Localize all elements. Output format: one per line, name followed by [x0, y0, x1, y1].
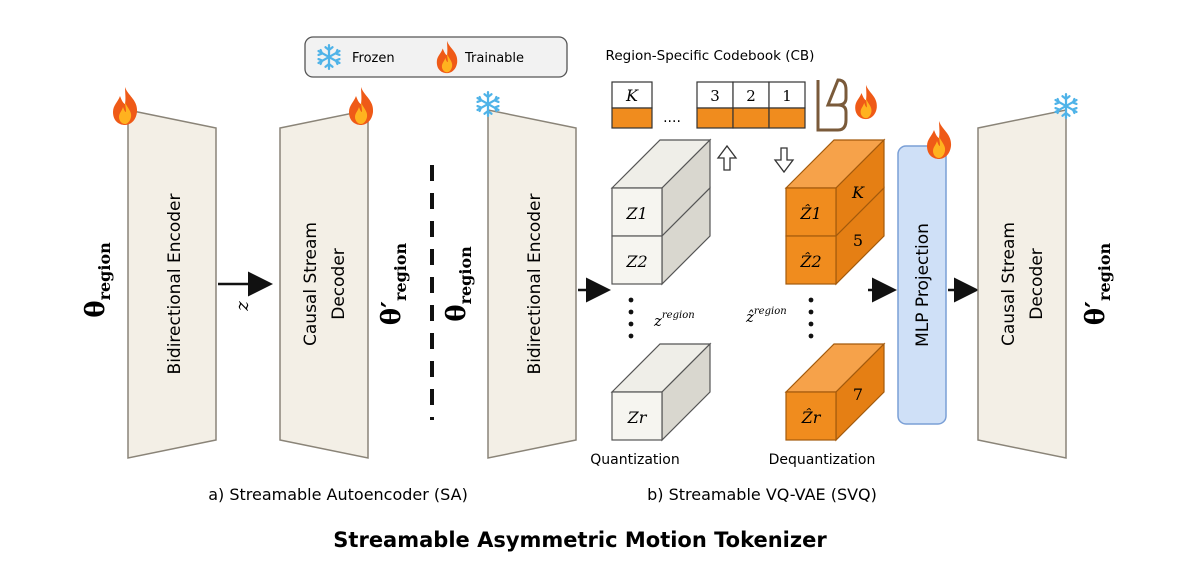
dequant-cube-1	[785, 187, 837, 237]
codebook-label-3: 3	[710, 87, 720, 105]
svq-decoder-label-line1: Causal Stream	[999, 222, 1019, 346]
quant-cube-r-label: Zr	[627, 408, 648, 427]
legend: Frozen Trainable	[304, 36, 568, 78]
streamable-vq-vae: θregion Bidirectional Encoder Region-Spe…	[442, 48, 1114, 504]
mlp-fire-icon	[927, 121, 952, 159]
codebook: K .... 3 2 1	[611, 78, 877, 132]
dequant-index-r: 7	[853, 385, 863, 404]
quant-cube-2-label: Z2	[625, 252, 647, 271]
quant-cube-r	[611, 391, 663, 441]
codebook-label-1: 1	[782, 87, 792, 105]
dequant-cube-2-label: Ẑ2	[799, 251, 821, 271]
decoder-fire-icon	[349, 87, 374, 125]
codebook-cell-k	[611, 81, 653, 109]
dequant-index-1: K	[851, 183, 865, 202]
latent-z-label: z	[232, 301, 253, 312]
codebook-fire-icon	[855, 84, 877, 120]
codebook-ellipsis: ....	[663, 110, 681, 126]
mlp-projection-label: MLP Projection	[913, 223, 933, 347]
streamable-autoencoder: θregion Bidirectional Encoder z Causal S…	[81, 87, 468, 504]
svq-input-theta-label: θregion	[442, 246, 475, 322]
dequant-index-2: 5	[853, 231, 863, 250]
codebook-label-k: K	[625, 86, 639, 105]
decoder-label-line2: Decoder	[329, 248, 349, 320]
decoder-label-line1: Causal Stream	[301, 222, 321, 346]
codebook-label-2: 2	[746, 87, 756, 105]
bidirectional-encoder-block	[127, 109, 217, 459]
encoder-fire-icon	[113, 87, 138, 125]
dequantization-stack: Ẑ1 K Ẑ2 5 ẑregion Ẑr 7 Dequantization	[745, 138, 886, 468]
dequantization-label: Dequantization	[769, 452, 876, 468]
dequant-cube-r-label: Ẑr	[801, 407, 822, 427]
z-region-label: zregion	[653, 310, 695, 330]
codebook-b-icon	[816, 78, 848, 132]
dequant-cube-1-label: Ẑ1	[799, 203, 821, 223]
dequant-cube-r	[785, 391, 837, 441]
legend-box	[304, 36, 568, 78]
svq-output-theta-prime-label: θ′region	[1081, 242, 1114, 325]
causal-stream-decoder-block	[279, 109, 369, 459]
quantization-stack: Z1 Z2 zregion Zr Quantization	[590, 138, 712, 468]
diagram-title: Streamable Asymmetric Motion Tokenizer	[333, 528, 827, 552]
dequant-cube-2	[785, 235, 837, 285]
svq-causal-stream-decoder-block	[977, 109, 1067, 459]
output-theta-prime-label: θ′region	[377, 242, 410, 325]
mlp-projection-block	[897, 145, 947, 425]
quant-cube-2	[611, 235, 663, 285]
zhat-region-label: ẑregion	[745, 306, 787, 326]
bidirectional-encoder-label: Bidirectional Encoder	[165, 194, 185, 375]
svq-bidirectional-encoder-block	[487, 109, 577, 459]
codebook-title: Region-Specific Codebook (CB)	[606, 48, 815, 64]
quantization-label: Quantization	[590, 452, 679, 468]
quant-cube-1-label: Z1	[625, 204, 647, 223]
down-arrow-icon	[773, 147, 795, 174]
input-theta-label: θregion	[81, 242, 114, 318]
caption-sa: a) Streamable Autoencoder (SA)	[208, 485, 468, 504]
codebook-vector-3	[696, 107, 734, 129]
svq-encoder-label: Bidirectional Encoder	[525, 194, 545, 375]
legend-trainable-label: Trainable	[464, 51, 524, 66]
svq-decoder-label-line2: Decoder	[1027, 248, 1047, 320]
codebook-cell-1	[768, 81, 806, 109]
legend-frozen-label: Frozen	[352, 51, 395, 66]
codebook-vector-2	[732, 107, 770, 129]
caption-svq: b) Streamable VQ-VAE (SVQ)	[647, 485, 877, 504]
codebook-vector-k	[611, 107, 653, 129]
codebook-vector-1	[768, 107, 806, 129]
up-arrow-icon	[716, 144, 738, 171]
